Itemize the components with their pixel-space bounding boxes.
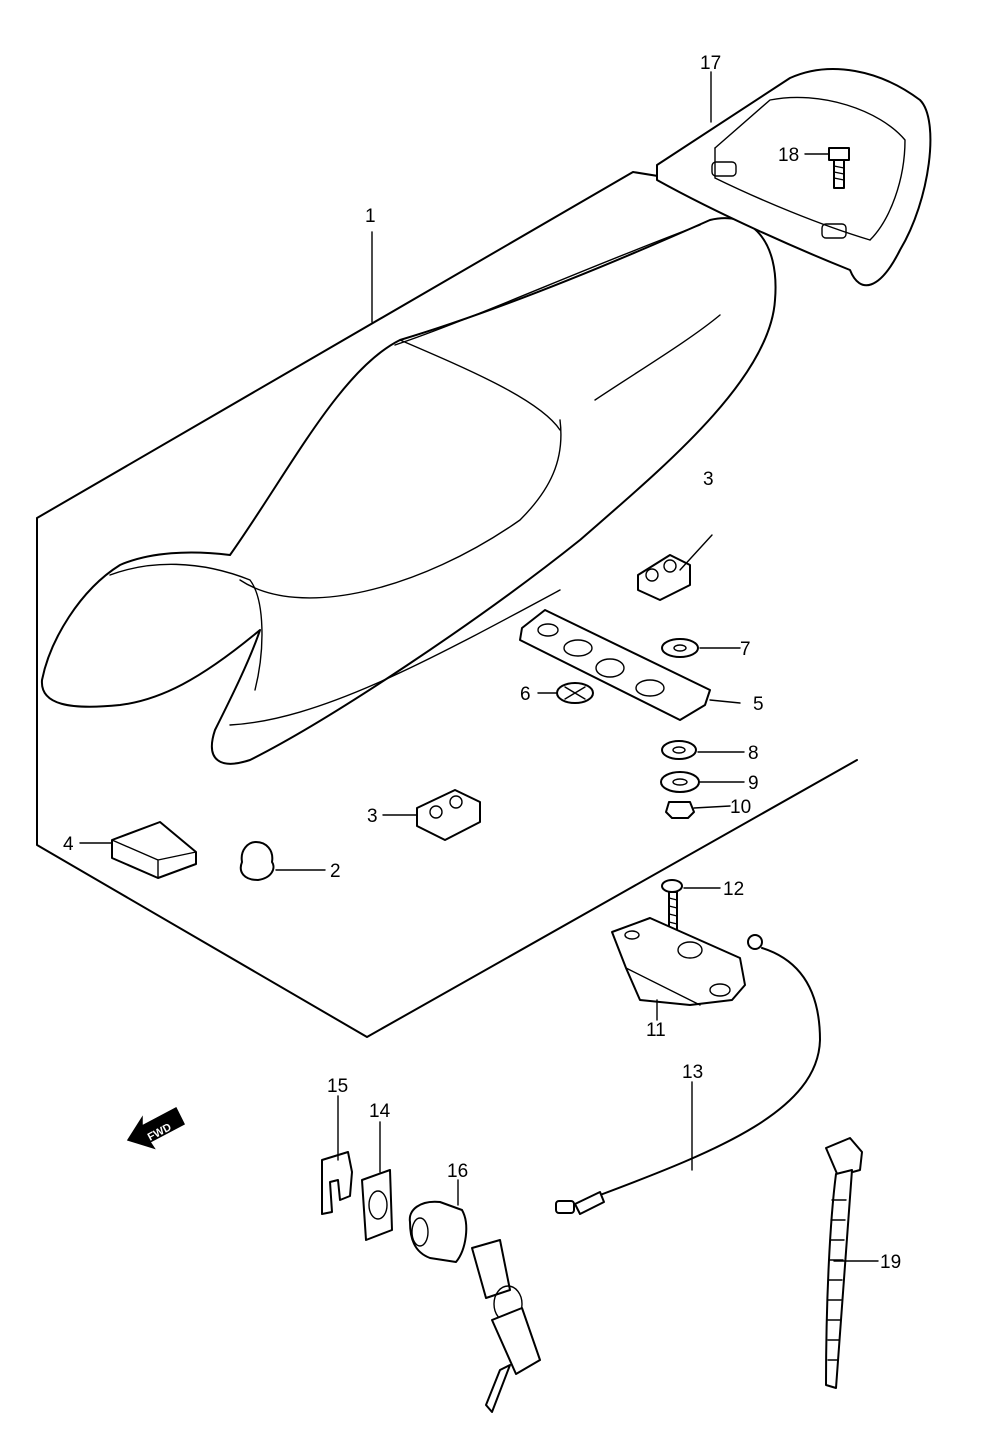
callout-15: 15 <box>327 1076 348 1097</box>
cushion-6 <box>556 682 594 704</box>
washer-9-hole <box>672 778 688 786</box>
callout-12: 12 <box>723 879 744 900</box>
nut-10 <box>665 801 695 819</box>
screw-12 <box>661 879 683 931</box>
washer-8 <box>661 740 697 760</box>
plate-14 <box>361 1169 393 1241</box>
clip-15 <box>321 1151 353 1215</box>
callout-7: 7 <box>740 639 751 660</box>
callout-9: 9 <box>748 773 759 794</box>
callout-3a: 3 <box>703 469 714 490</box>
damper-3-upper <box>637 554 691 601</box>
callout-labels: 1 2 3 3 4 5 6 7 8 9 10 11 12 13 14 15 16… <box>63 53 901 1273</box>
callout-14: 14 <box>369 1101 391 1122</box>
washer-7 <box>661 638 699 658</box>
callout-19: 19 <box>880 1252 901 1273</box>
washer-7-hole <box>673 644 687 652</box>
callout-18: 18 <box>778 145 799 166</box>
damper-3-lower <box>416 789 481 841</box>
callout-1: 1 <box>365 206 376 227</box>
callout-5: 5 <box>753 694 764 715</box>
bolt-18 <box>828 147 850 189</box>
callout-13: 13 <box>682 1062 703 1083</box>
callout-4: 4 <box>63 834 74 855</box>
seat <box>40 217 777 765</box>
callout-2: 2 <box>330 861 341 882</box>
callout-8: 8 <box>748 743 759 764</box>
lock-set-16 <box>408 1200 541 1413</box>
callout-11: 11 <box>646 1020 666 1041</box>
callout-3b: 3 <box>367 806 378 827</box>
pad-4 <box>111 821 197 879</box>
callout-10: 10 <box>730 797 751 818</box>
leader-lines <box>79 71 879 1262</box>
rear-cover <box>656 68 932 287</box>
lock-plate-11 <box>611 917 746 1006</box>
callout-16: 16 <box>447 1161 468 1182</box>
cable-tie-19 <box>825 1137 863 1389</box>
callout-17: 17 <box>700 53 721 74</box>
washer-9 <box>660 771 700 793</box>
cap-nut-2 <box>239 841 275 881</box>
callout-6: 6 <box>520 684 531 705</box>
washer-8-hole <box>672 746 686 754</box>
fwd-arrow-icon: FWD <box>126 1106 185 1150</box>
cable-13 <box>555 934 821 1215</box>
bracket-5 <box>519 609 711 721</box>
